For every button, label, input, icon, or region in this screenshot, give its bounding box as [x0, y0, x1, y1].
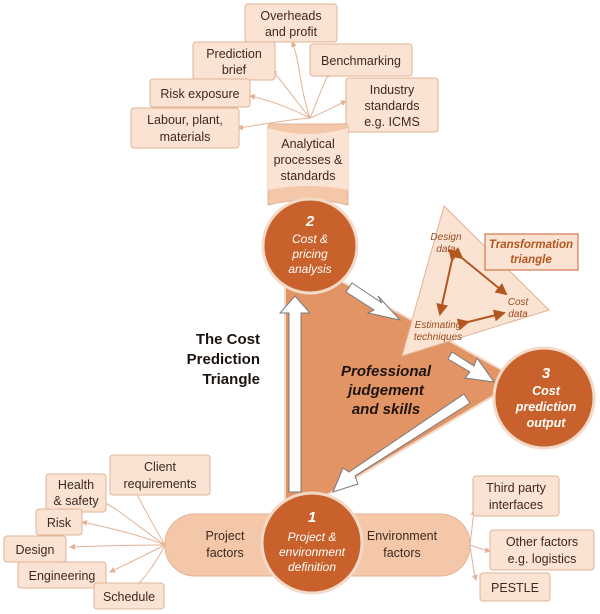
labour-line1: Labour, plant, [147, 113, 223, 127]
center-line1: Professional [341, 363, 432, 380]
analytical-processes-scroll: Analytical processes & standards [267, 123, 349, 206]
other-line2: e.g. logistics [508, 552, 577, 566]
project-factors-line2: factors [206, 546, 244, 560]
node-2-line1: Cost & [292, 232, 328, 246]
node-1-number: 1 [308, 509, 316, 526]
arrow-2-to-transform [345, 282, 402, 321]
node-3-number: 3 [542, 365, 551, 382]
box-industry-standards: Industry standards e.g. ICMS [345, 77, 439, 133]
estimating-line1: Estimating [415, 320, 462, 331]
pestle-text: PESTLE [491, 581, 539, 595]
white-arrows [278, 282, 496, 493]
risk-exposure-text: Risk exposure [160, 87, 239, 101]
arrow-3-to-1 [332, 393, 471, 493]
design-data-line1: Design [430, 232, 462, 243]
diagram-title: The Cost Prediction Triangle [187, 331, 260, 388]
overheads-line2: and profit [265, 25, 318, 39]
transformation-label-box: Transformation triangle [484, 233, 579, 271]
analytical-line2: processes & [274, 153, 343, 167]
node-2-line3: analysis [288, 262, 331, 276]
node-3-cost-prediction-output: 3 Cost prediction output [492, 346, 596, 450]
box-risk: Risk [35, 508, 83, 536]
arrow-transform-to-3 [447, 351, 496, 383]
box-schedule: Schedule [93, 582, 165, 610]
node-3-line3: output [527, 416, 567, 430]
box-third-party: Third party interfaces [472, 475, 560, 517]
prediction-brief-line2: brief [222, 63, 247, 77]
box-health-safety: Health & safety [45, 473, 107, 513]
box-engineering: Engineering [17, 561, 107, 589]
engineering-text: Engineering [29, 569, 96, 583]
estimating-line2: techniques [414, 332, 462, 343]
box-pestle: PESTLE [479, 572, 551, 602]
analytical-line1: Analytical [281, 137, 335, 151]
center-line2: judgement [346, 382, 425, 399]
client-line2: requirements [124, 477, 197, 491]
title-line2: Prediction [187, 351, 260, 368]
prediction-brief-line1: Prediction [206, 47, 262, 61]
transformation-triangle: Design data Cost data Estimating techniq… [401, 205, 550, 357]
box-prediction-brief: Prediction brief [192, 41, 276, 81]
node-1-line3: definition [288, 560, 336, 574]
node-1-line1: Project & [288, 530, 337, 544]
node-3-line2: prediction [515, 400, 577, 414]
box-client-requirements: Client requirements [109, 454, 211, 496]
node-2-cost-pricing: 2 Cost & pricing analysis [261, 197, 359, 295]
design-data-line2: data [436, 244, 456, 255]
box-benchmarking: Benchmarking [309, 43, 413, 77]
industry-line2: standards [365, 99, 420, 113]
environment-factors-line1: Environment [367, 529, 438, 543]
transformation-line1: Transformation [489, 239, 573, 251]
transformation-line2: triangle [510, 254, 552, 266]
schedule-text: Schedule [103, 590, 155, 604]
health-line1: Health [58, 478, 94, 492]
box-risk-exposure: Risk exposure [149, 78, 251, 108]
node-1-project-environment: 1 Project & environment definition [260, 491, 364, 595]
cost-data-line2: data [508, 309, 528, 320]
risk-text: Risk [47, 516, 72, 530]
box-design: Design [3, 535, 67, 563]
third-party-line2: interfaces [489, 498, 543, 512]
main-triangle [284, 248, 523, 522]
third-party-line1: Third party [486, 481, 546, 495]
overheads-line1: Overheads [260, 9, 321, 23]
client-line1: Client [144, 460, 176, 474]
project-factors-line1: Project [206, 529, 245, 543]
node-3-line1: Cost [532, 384, 561, 398]
design-text: Design [16, 543, 55, 557]
analytical-line3: standards [281, 169, 336, 183]
health-line2: & safety [53, 494, 99, 508]
box-overheads: Overheads and profit [244, 3, 338, 43]
arrow-1-to-2 [278, 295, 312, 493]
node-2-line2: pricing [291, 247, 328, 261]
node-2-number: 2 [305, 213, 315, 230]
center-text: Professional judgement and skills [341, 363, 432, 418]
industry-line3: e.g. ICMS [364, 115, 420, 129]
industry-line1: Industry [370, 83, 415, 97]
benchmarking-text: Benchmarking [321, 54, 401, 68]
title-line3: Triangle [202, 371, 260, 388]
box-other-factors: Other factors e.g. logistics [489, 529, 595, 571]
box-labour: Labour, plant, materials [130, 107, 240, 149]
environment-factors-line2: factors [383, 546, 421, 560]
title-line1: The Cost [196, 331, 260, 348]
labour-line2: materials [160, 130, 211, 144]
node-1-line2: environment [279, 545, 346, 559]
right-connectors [469, 509, 491, 581]
cost-data-line1: Cost [508, 297, 530, 308]
other-line1: Other factors [506, 535, 578, 549]
center-line3: and skills [352, 401, 420, 418]
